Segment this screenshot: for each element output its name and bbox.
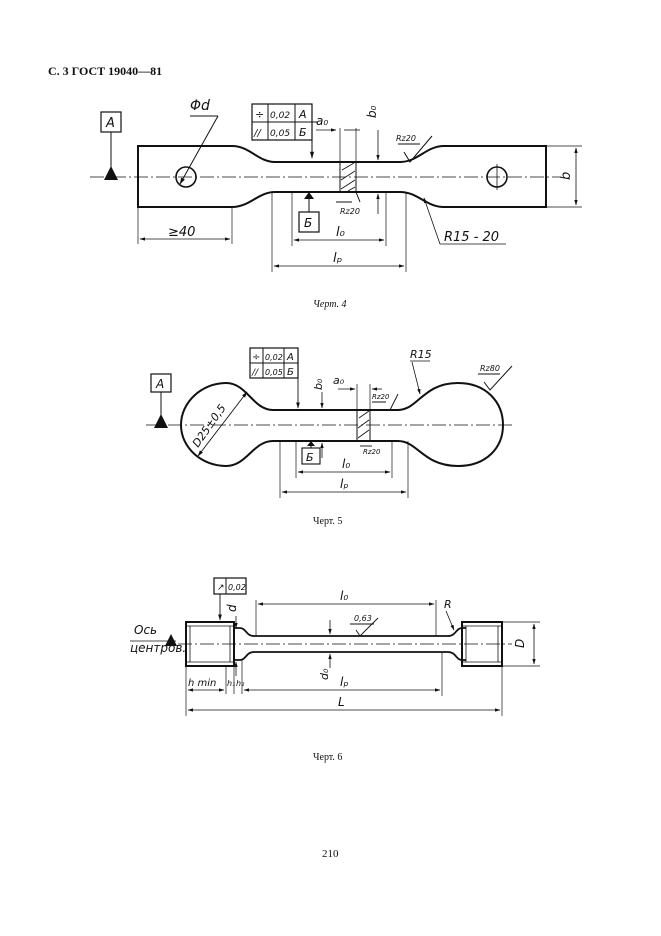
page-header: С. 3 ГОСТ 19040—81 xyxy=(48,64,163,78)
fig5-diameter-label: D25±0,5 xyxy=(190,402,229,450)
fig4-tolerance-frame: ÷ 0,02 А // 0,05 Б xyxy=(251,103,313,141)
fig6-roughness-label: 0,63 xyxy=(354,614,372,623)
fig5-lp-label: lₚ xyxy=(340,477,348,491)
fig4-tol-ref-2: Б xyxy=(299,126,307,139)
fig6-caption: Черт. 6 xyxy=(313,752,342,763)
fig4-hole-left xyxy=(175,166,197,188)
fig5-tol-ref-1: А xyxy=(286,352,294,363)
page-number: 210 xyxy=(322,848,339,860)
fig6-D-label: D xyxy=(513,639,527,648)
fig6-tol-symbol: ↗ xyxy=(217,583,225,593)
fig5-specimen-outline xyxy=(179,381,505,468)
fig4-lp-label: lₚ xyxy=(333,251,343,266)
fig5-tol-value-1: 0,02 xyxy=(265,353,283,362)
fig5-rz-top: Rz20 xyxy=(372,393,390,401)
fig4-phi-d-label: Φd xyxy=(190,98,210,114)
fig4-b0-label: b₀ xyxy=(365,105,379,118)
fig4-rz-bottom: Rz20 xyxy=(340,207,360,216)
fig4-tol-value-1: 0,02 xyxy=(270,111,290,121)
fig4-tol-value-2: 0,05 xyxy=(270,129,290,139)
fig6-L-label: L xyxy=(338,695,345,709)
fig5-tol-ref-2: Б xyxy=(287,367,294,378)
fig4-a0-label: a₀ xyxy=(316,114,328,128)
figure-5: D25±0,5 А ÷ 0,02 А // 0,05 Б b₀ a₀ xyxy=(146,347,515,498)
fig5-tol-value-2: 0,05 xyxy=(265,368,283,377)
fig6-r-label: R xyxy=(444,598,452,611)
fig5-tolerance-frame: ÷ 0,02 А // 0,05 Б xyxy=(249,347,299,379)
fig5-l0-label: l₀ xyxy=(342,457,350,471)
fig6-h1-label: h₁ xyxy=(227,679,235,688)
fig4-datum-b-label: Б xyxy=(304,216,312,230)
fig5-section-hatch xyxy=(356,409,371,442)
fig5-caption: Черт. 5 xyxy=(313,516,342,527)
fig5-b0-label: b₀ xyxy=(312,378,325,390)
fig5-radius-label: R15 xyxy=(410,348,432,361)
fig4-min40-label: ≥40 xyxy=(168,225,195,240)
fig5-tol-symbol-1: ÷ xyxy=(252,352,260,363)
fig4-specimen-outline xyxy=(137,145,547,208)
fig6-hmin-label: h min xyxy=(188,678,216,689)
fig6-right-head xyxy=(461,621,503,667)
fig5-datum-b-label: Б xyxy=(306,451,314,464)
fig4-tol-ref-1: А xyxy=(298,108,307,121)
fig4-tol-symbol-2: // xyxy=(253,128,262,139)
fig4-caption: Черт. 4 xyxy=(313,299,347,310)
fig6-l0-label: l₀ xyxy=(340,589,348,603)
fig6-lp-label: lₚ xyxy=(340,675,348,689)
fig6-tolerance-frame: ↗ 0,02 xyxy=(213,577,247,595)
fig4-radius-label: R15 - 20 xyxy=(444,230,499,245)
fig5-datum-a-label: А xyxy=(155,377,164,391)
fig4-l0-label: l₀ xyxy=(336,225,346,240)
fig6-h2-label: h₂ xyxy=(236,679,245,688)
fig6-axis-label-1: Ось xyxy=(134,623,157,637)
fig6-d-label: d xyxy=(225,604,239,612)
fig4-datum-a-label: А xyxy=(105,116,115,131)
fig4-b-label: b xyxy=(559,172,574,180)
fig5-rz-bottom: Rz20 xyxy=(363,448,381,456)
fig5-tol-symbol-2: // xyxy=(251,368,259,378)
figure-4: А ÷ 0,02 А // 0,05 Б Φd a₀ b₀ xyxy=(90,98,582,272)
fig6-d0-label: d₀ xyxy=(318,668,331,680)
fig4-rz-top: Rz20 xyxy=(396,134,416,143)
fig5-rz-right: Rz80 xyxy=(480,364,500,373)
fig4-tol-symbol-1: ÷ xyxy=(255,108,264,121)
figure-6: Ось центров. ↗ 0,02 d l₀ R 0,63 D xyxy=(130,577,540,716)
fig6-tol-value: 0,02 xyxy=(228,583,246,592)
fig5-a0-label: a₀ xyxy=(333,374,345,387)
fig6-axis-label-2: центров. xyxy=(130,641,186,655)
